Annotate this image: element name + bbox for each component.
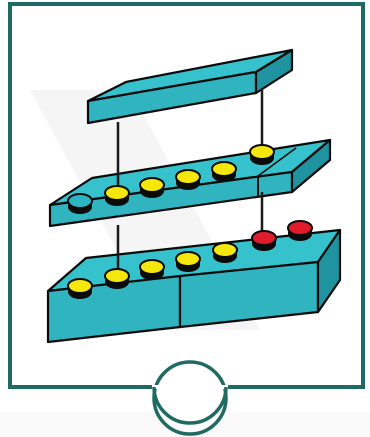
bottom-stud [104,268,130,289]
bottom-stud [139,259,165,280]
bottom-stud [287,220,313,241]
circle-tab-arc [152,386,228,425]
top-plate [86,48,294,125]
middle-stud [175,169,201,190]
bottom-stud [175,251,201,272]
bottom-side [316,228,342,314]
middle-stud [139,177,165,198]
middle-stud [67,193,93,214]
middle-stud [249,144,275,165]
bottom-stud [67,278,93,299]
bottom-stud [212,242,238,263]
middle-stud [104,185,130,206]
middle-side-face [290,138,332,194]
middle-seam-top [257,147,297,177]
studs-group [67,144,313,299]
bottom-stud [251,230,277,251]
top-side-face [254,48,294,95]
middle-stud [211,161,237,182]
circle-tab-mask [152,385,228,389]
